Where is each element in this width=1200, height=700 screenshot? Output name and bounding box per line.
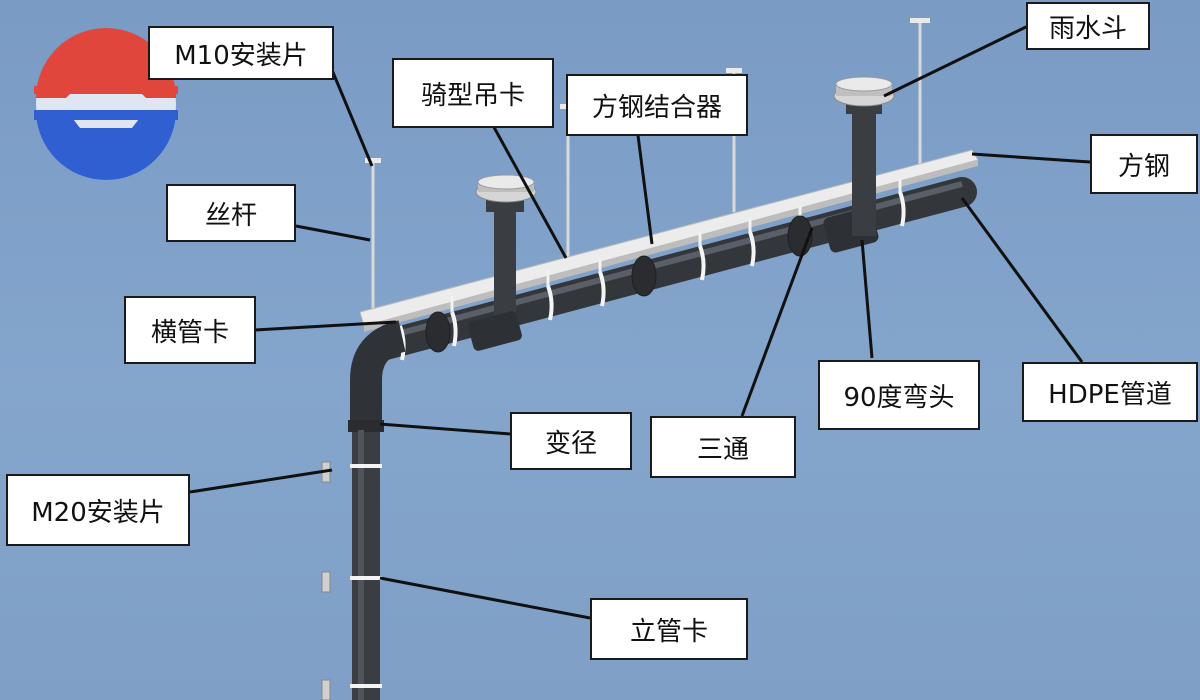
right-rain-hopper [833,76,895,236]
label-horizontal-clamp: 横管卡 [124,296,256,364]
label-m10-mounting-plate: M10安装片 [148,26,334,80]
vertical-clamps [350,464,382,688]
vertical-down-pipe [348,420,384,700]
label-hdpe-pipe: HDPE管道 [1022,362,1198,422]
label-threaded-rod: 丝杆 [166,184,296,242]
label-rain-hopper: 雨水斗 [1026,2,1150,50]
label-elbow-90: 90度弯头 [818,360,980,430]
left-rain-hopper [468,174,537,351]
pipe-straps [398,191,906,361]
elbow-90 [350,320,407,420]
label-tee: 三通 [650,416,796,478]
label-vertical-clamp: 立管卡 [590,598,748,660]
label-rider-clamp: 骑型吊卡 [392,58,554,128]
label-m20-mounting-plate: M20安装片 [6,474,190,546]
company-logo [34,28,178,180]
leader-lines [189,24,1091,620]
label-reducer: 变径 [510,412,632,470]
wall-brackets [321,461,331,700]
label-square-steel: 方钢 [1090,134,1198,194]
label-square-steel-connector: 方钢结合器 [566,74,748,136]
